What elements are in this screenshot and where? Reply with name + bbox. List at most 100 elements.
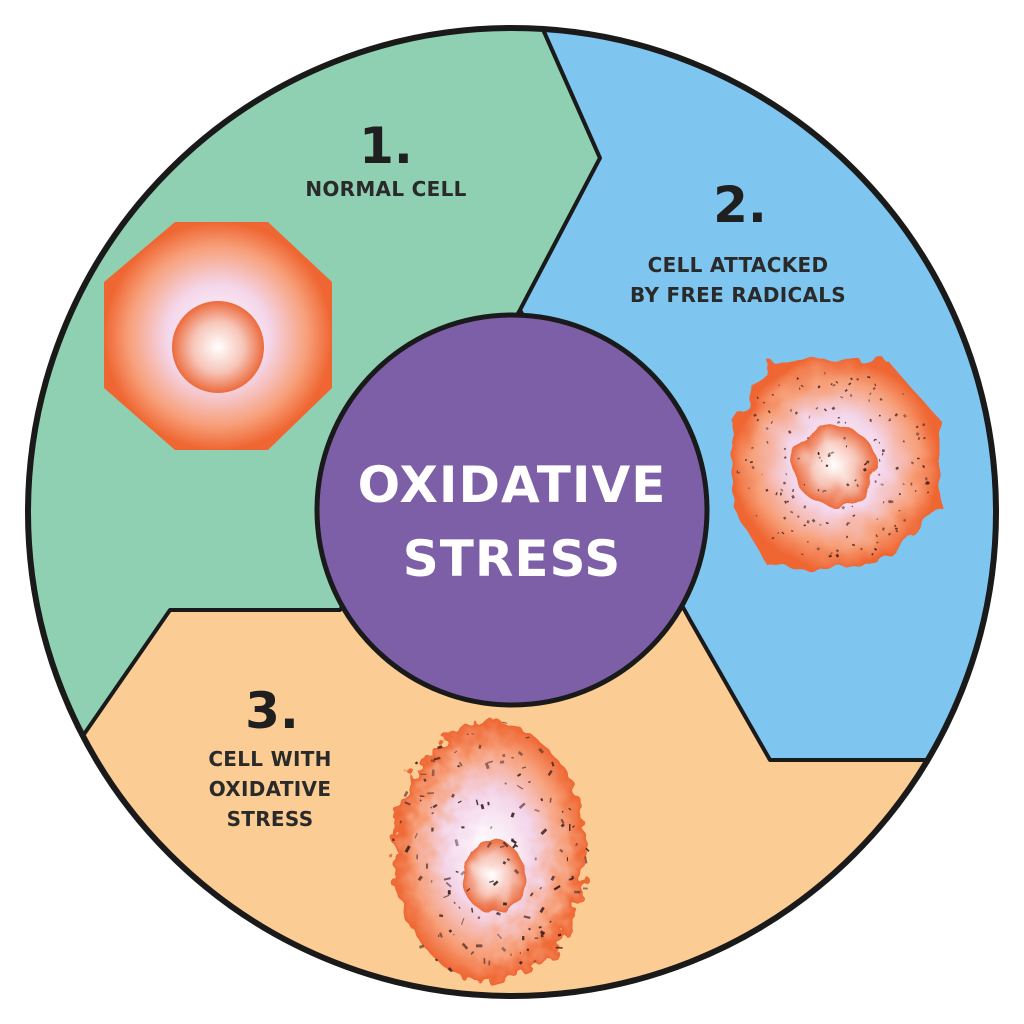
speck (827, 454, 831, 458)
speck (894, 413, 899, 417)
speck (797, 457, 800, 460)
speck (476, 944, 483, 948)
speck (816, 547, 820, 551)
speck (917, 437, 921, 441)
speck (848, 382, 852, 386)
speck (873, 438, 877, 441)
speck (854, 478, 857, 482)
speck (878, 473, 881, 476)
speck (765, 488, 769, 492)
speck (528, 927, 531, 931)
speck (835, 380, 839, 384)
speck (898, 493, 901, 496)
speck (751, 447, 754, 449)
stage-2-number: 2. (713, 176, 767, 234)
speck (461, 918, 465, 925)
speck (486, 841, 492, 848)
stage-3-number: 3. (245, 682, 299, 740)
speck (903, 518, 907, 522)
speck (871, 552, 874, 556)
speck (840, 396, 844, 399)
speck (403, 790, 409, 798)
speck (902, 440, 905, 443)
speck (778, 384, 781, 387)
speck (789, 510, 794, 514)
speck (539, 930, 546, 935)
speck (399, 820, 402, 824)
speck (516, 785, 524, 790)
speck (753, 413, 757, 417)
speck (540, 932, 544, 938)
speck (815, 406, 819, 410)
speck (874, 480, 877, 483)
speck (582, 887, 588, 890)
speck (842, 436, 847, 441)
speck (518, 960, 523, 965)
stage-2-label-line2: BY FREE RADICALS (630, 283, 846, 307)
speck (560, 818, 565, 824)
speck (783, 481, 786, 485)
speck (910, 461, 915, 465)
speck (903, 414, 907, 418)
speck (751, 465, 755, 470)
speck (806, 520, 810, 524)
speck (817, 451, 820, 456)
speck (808, 415, 811, 419)
speck (510, 953, 512, 956)
speck (790, 530, 794, 532)
stressed-cell-illustration (392, 721, 590, 982)
stage-3-label-line3: STRESS (227, 807, 314, 831)
speck (430, 759, 436, 763)
speck (551, 761, 555, 767)
speck (475, 799, 479, 806)
speck (837, 417, 840, 419)
speck (847, 522, 851, 524)
speck (875, 534, 878, 538)
speck (794, 411, 798, 415)
speck (790, 409, 792, 412)
center-title-line1: OXIDATIVE (358, 456, 667, 514)
speck (803, 483, 806, 486)
speck (538, 747, 545, 754)
speck (480, 804, 485, 810)
speck (844, 422, 847, 424)
speck (447, 890, 451, 895)
speck (484, 762, 490, 770)
speck (796, 515, 800, 518)
speck (511, 757, 515, 759)
speck (786, 500, 789, 503)
speck (431, 827, 434, 832)
speck (502, 841, 509, 848)
speck (466, 888, 471, 892)
speck (771, 536, 775, 540)
speck (922, 436, 926, 440)
speck (823, 371, 826, 375)
speck (914, 489, 917, 493)
free-radical-specks (736, 371, 930, 558)
speck (771, 393, 774, 396)
speck (503, 902, 507, 906)
speck (878, 414, 881, 417)
speck (575, 842, 578, 847)
speck (454, 839, 459, 847)
speck (783, 455, 787, 460)
speck (418, 944, 425, 949)
speck (748, 487, 750, 489)
speck (832, 383, 836, 387)
speck (806, 436, 809, 440)
speck (924, 481, 929, 486)
speck (831, 406, 836, 411)
speck (404, 845, 411, 853)
speck (825, 521, 829, 525)
speck (454, 750, 458, 754)
speck (477, 916, 481, 919)
speck (549, 797, 552, 803)
speck (835, 549, 840, 553)
speck (925, 477, 928, 481)
speck (846, 483, 850, 487)
speck (550, 875, 556, 881)
stage-3-label-line2: OXIDATIVE (209, 777, 332, 801)
speck (819, 523, 822, 526)
speck (874, 547, 878, 551)
speck (450, 793, 455, 798)
